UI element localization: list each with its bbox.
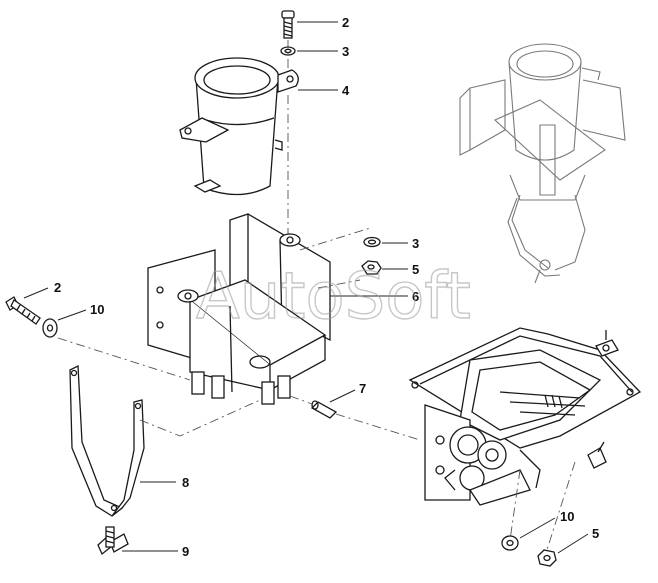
callout-4: 4 [342, 83, 350, 98]
assembled-reference-view [459, 43, 626, 284]
bolt-left [5, 296, 41, 325]
washer-middle [363, 236, 381, 248]
washer-bottom [501, 535, 519, 551]
pin [310, 400, 338, 419]
callout-7: 7 [359, 381, 366, 396]
nut-bottom [537, 549, 557, 567]
callout-8: 8 [182, 475, 189, 490]
washer-left [42, 318, 58, 338]
callout-6: 6 [412, 289, 419, 304]
callout-10-bottom: 10 [560, 509, 574, 524]
bolt-top [281, 10, 295, 39]
hopper-cup [179, 57, 299, 196]
callout-5-bottom: 5 [592, 526, 599, 541]
callout-10-left: 10 [90, 302, 104, 317]
callout-labels: 2 3 4 3 5 6 2 10 7 8 9 10 5 [54, 15, 599, 559]
mounting-frame [147, 213, 331, 405]
callout-5-middle: 5 [412, 262, 419, 277]
wing-screw [97, 526, 129, 556]
callout-3-middle: 3 [412, 236, 419, 251]
feed-mechanism [408, 327, 642, 506]
watermark: AutoSoft [196, 260, 471, 334]
nut-middle [361, 260, 382, 275]
leader-lines [23, 21, 589, 554]
callout-2-top: 2 [342, 15, 349, 30]
bracket-strap [69, 364, 145, 517]
callout-2-left: 2 [54, 280, 61, 295]
callout-3-top: 3 [342, 44, 349, 59]
callout-9: 9 [182, 544, 189, 559]
